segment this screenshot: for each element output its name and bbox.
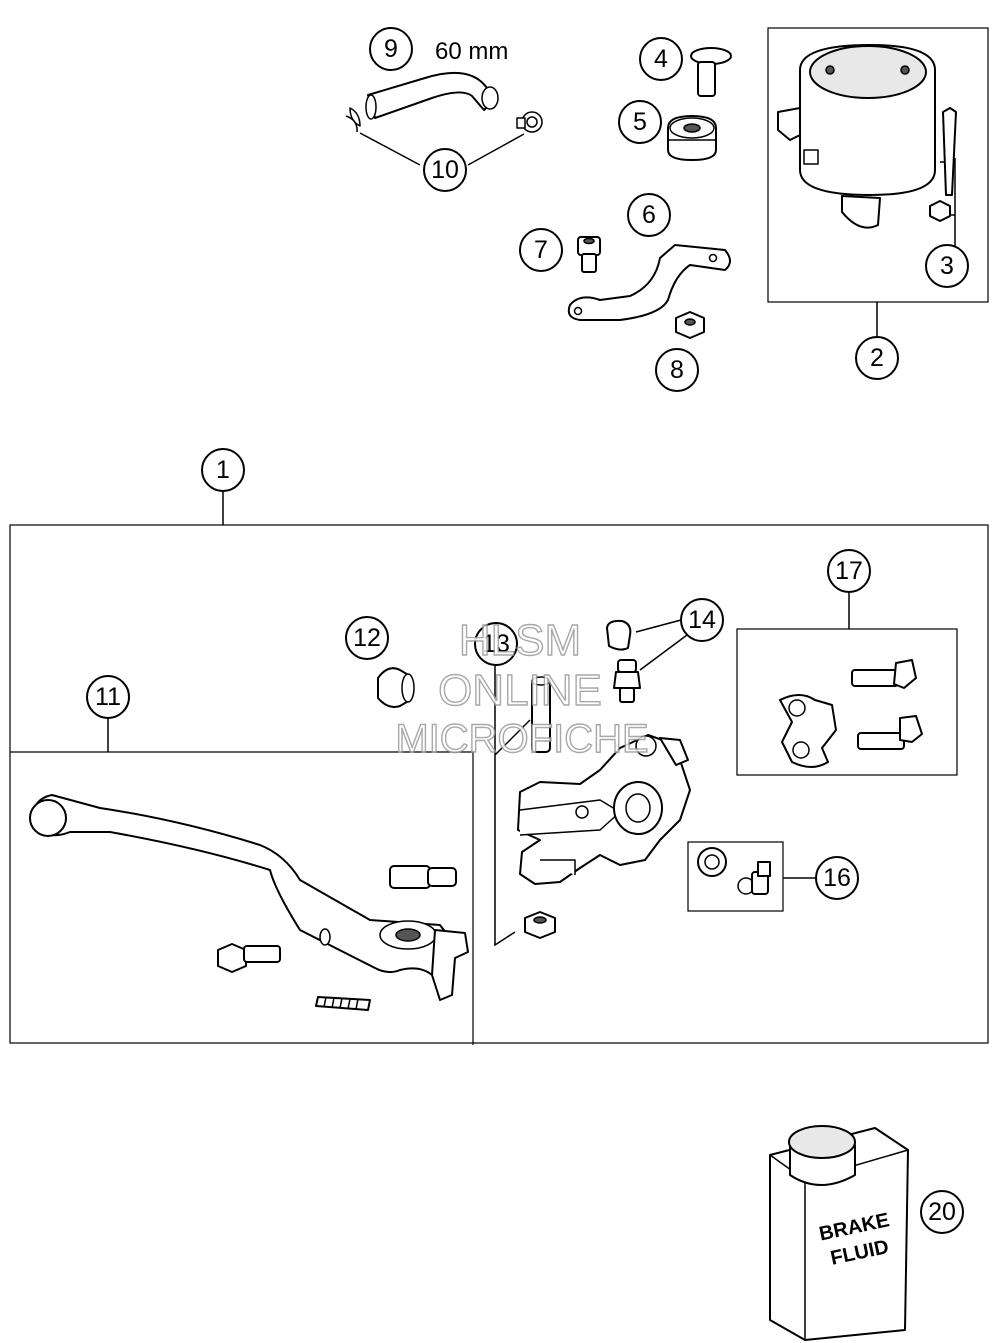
callout-16: 16 [815,856,859,900]
callout-2: 2 [855,336,899,380]
callout-14: 14 [680,598,724,642]
callout-17: 17 [827,549,871,593]
callout-10-number: 10 [431,156,459,184]
callout-8: 8 [655,348,699,392]
bracket-bolt [577,236,601,273]
callout-6-number: 6 [642,201,656,229]
lever-pivot-pin [389,865,457,889]
watermark-line1: HLSM [459,616,581,665]
reservoir-cap-bolt [690,47,732,97]
bleed-nipple [613,659,641,703]
callout-2-number: 2 [870,344,884,372]
reservoir-assembly-frame [767,27,989,303]
callout-4: 4 [639,37,683,81]
callout-1-number: 1 [216,456,230,484]
callout-7-number: 7 [534,236,548,264]
clamp-bolt-lower [857,715,923,750]
callout-14-number: 14 [688,606,716,634]
callout-9: 9 [369,27,413,71]
callout-3-number: 3 [940,252,954,280]
callout-17-number: 17 [835,557,863,585]
callout-7: 7 [519,228,563,272]
clamp-bolt-upper [851,659,917,689]
callout-20-number: 20 [928,1198,956,1226]
dust-boot [377,667,415,708]
callout-4-number: 4 [654,45,668,73]
callout-16-number: 16 [823,864,851,892]
callout-1: 1 [201,448,245,492]
seal-kit-frame [687,841,784,912]
master-cylinder-assembly-frame [9,524,989,1044]
bleed-cap [606,619,632,651]
seal-kit-parts [697,847,771,895]
master-cylinder-body [517,734,691,885]
brake-lever [29,794,469,1001]
handlebar-clamp [779,694,837,768]
callout-11-number: 11 [95,683,121,711]
callout-12-number: 12 [353,624,381,652]
push-rod [531,676,551,753]
watermark-line3: MICROFICHE [395,717,648,761]
callout-13-number: 13 [482,630,510,658]
rubber-grommet [667,115,717,161]
callout-6: 6 [627,193,671,237]
lever-pivot-bolt [217,943,281,973]
callout-3: 3 [925,244,969,288]
lever-assembly-frame [10,751,474,1045]
watermark-line2: ONLINE [438,666,602,715]
callout-12: 12 [345,616,389,660]
callout-9-number: 9 [384,35,398,63]
callout-20: 20 [920,1190,964,1234]
fluid-reservoir [777,44,957,229]
callout-8-number: 8 [670,356,684,384]
bracket-nut [675,311,705,339]
reservoir-bracket [567,244,731,321]
callout-5-number: 5 [633,108,647,136]
brake-hose [365,71,499,120]
callout-5: 5 [618,100,662,144]
hose-length-annotation: 60 mm [435,38,508,65]
callout-11: 11 [86,675,130,719]
callout-10: 10 [423,148,467,192]
lever-spring [315,996,371,1011]
watermark: HLSM ONLINE MICROFICHE [395,615,650,761]
leader-lines [107,132,956,947]
brake-fluid-container [769,1125,909,1341]
hose-clips [345,107,543,133]
clamp-kit-frame [736,628,958,776]
callout-13: 13 [474,622,518,666]
push-rod-nut [524,911,556,939]
